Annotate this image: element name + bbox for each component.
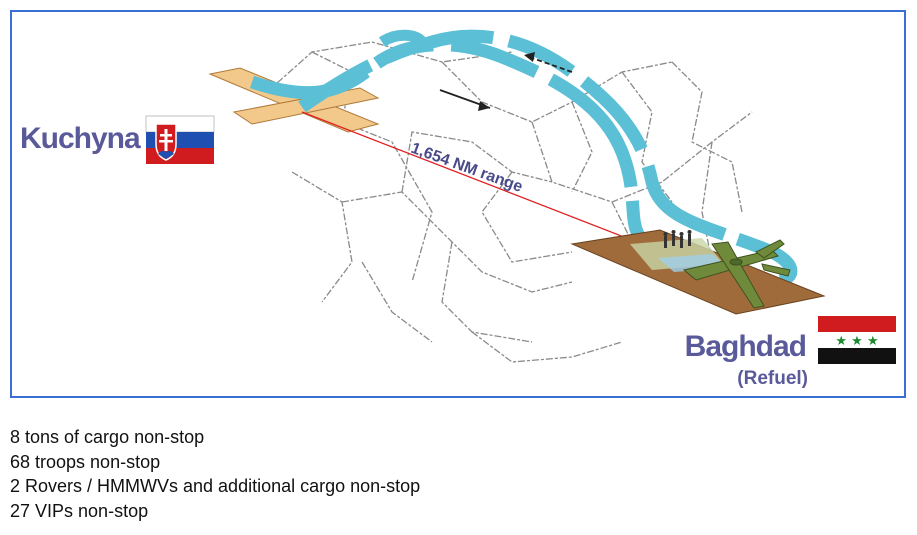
capability-item: 68 troops non-stop <box>10 451 161 472</box>
destination-note: (Refuel) <box>737 368 808 389</box>
origin-label: Kuchyna <box>20 122 141 155</box>
route-map: 1,654 NM range Kuchyna <box>20 29 896 389</box>
direction-arrows <box>439 52 573 111</box>
capability-item: 8 tons of cargo non-stop <box>10 427 205 447</box>
troops-icon <box>663 230 692 248</box>
capability-list: 8 tons of cargo non-stop 68 troops non-s… <box>10 425 420 523</box>
destination-label: Baghdad <box>685 330 806 363</box>
aircraft-icon <box>682 239 791 309</box>
slovakia-flag-icon <box>145 115 215 164</box>
range-line <box>301 111 643 245</box>
capability-item: 2 Rovers / HMMWVs and additional cargo n… <box>10 476 421 496</box>
capability-item: 27 VIPs non-stop <box>10 500 149 521</box>
terrain-lines <box>266 41 753 363</box>
iraq-flag-icon: ★ ★ ★ <box>818 316 896 364</box>
svg-text:★ ★ ★: ★ ★ ★ <box>835 334 878 349</box>
diagram-frame: 1,654 NM range Kuchyna <box>10 10 906 398</box>
